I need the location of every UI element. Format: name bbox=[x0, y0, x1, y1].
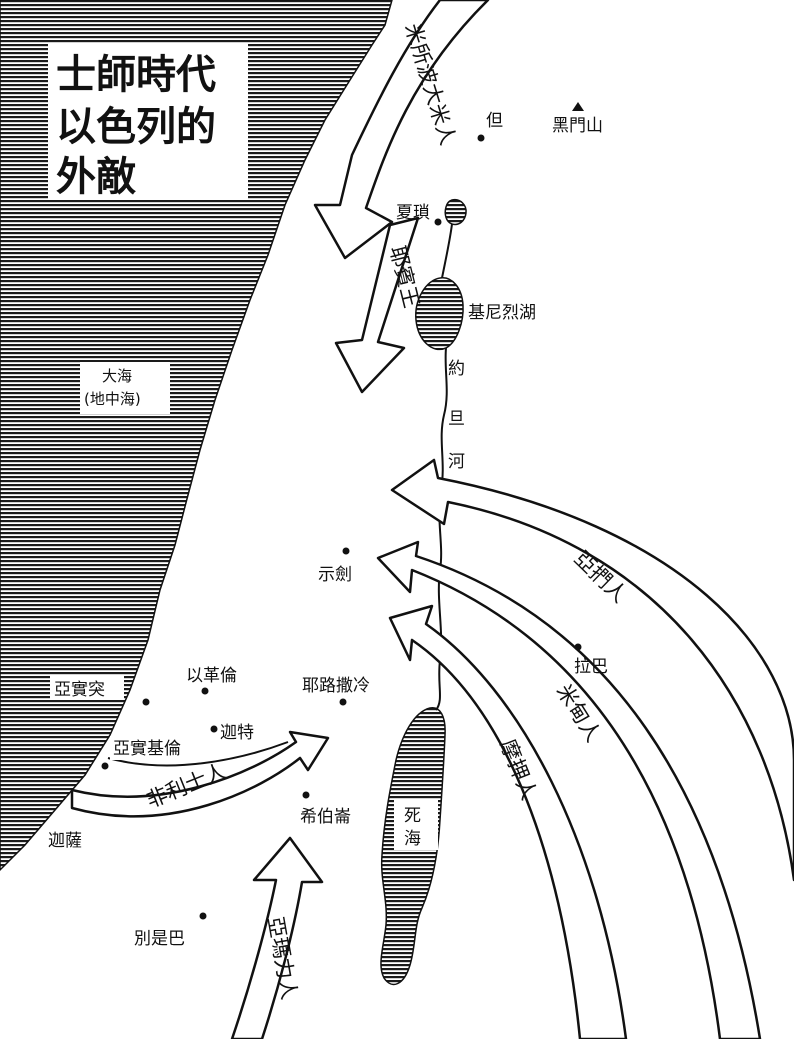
label-shechem: 示劍 bbox=[318, 565, 352, 585]
city-dot-jerusalem bbox=[339, 698, 347, 706]
label-dead-sea-2: 海 bbox=[404, 829, 421, 849]
title-line-3: 外敵 bbox=[56, 154, 136, 200]
city-dot-dan bbox=[477, 134, 485, 142]
label-beersheba: 別是巴 bbox=[134, 929, 185, 949]
arrow-amalekites: 亞瑪力人 bbox=[230, 836, 324, 1039]
label-river-1: 約 bbox=[448, 359, 465, 379]
city-dot-beersheba bbox=[199, 912, 207, 920]
mediterranean-sea bbox=[0, 0, 393, 872]
label-hebron: 希伯崙 bbox=[300, 807, 351, 827]
label-ashdod: 亞實突 bbox=[54, 680, 105, 700]
label-rabbah: 拉巴 bbox=[574, 657, 608, 677]
label-mediterranean: (地中海) bbox=[84, 390, 141, 408]
label-mt-hermon: 黑門山 bbox=[552, 116, 603, 136]
city-dot-gath bbox=[210, 725, 218, 733]
city-dot-hebron bbox=[302, 791, 310, 799]
mountain-icon bbox=[572, 102, 584, 111]
city-dot-ashdod bbox=[142, 698, 150, 706]
city-dot-ashkelon bbox=[101, 762, 109, 770]
city-dot-rabbah bbox=[574, 643, 582, 651]
title-line-1: 士師時代 bbox=[56, 52, 216, 98]
label-dead-sea-1: 死 bbox=[404, 806, 421, 826]
label-ashkelon: 亞實基倫 bbox=[113, 739, 181, 759]
arrow-jabin: 耶賓王 bbox=[334, 216, 424, 394]
lake-huleh bbox=[444, 198, 467, 226]
label-ekron: 以革倫 bbox=[186, 666, 237, 686]
label-jerusalem: 耶路撒冷 bbox=[302, 676, 370, 696]
sea-label-box: 大海 (地中海) bbox=[80, 362, 170, 414]
label-river-3: 河 bbox=[448, 452, 465, 472]
map-title: 士師時代 以色列的 外敵 bbox=[48, 44, 248, 200]
sea-of-galilee bbox=[415, 277, 464, 351]
title-line-2: 以色列的 bbox=[56, 104, 216, 150]
label-hazor: 夏瑣 bbox=[396, 203, 430, 223]
label-dan: 但 bbox=[486, 111, 503, 131]
label-river-2: 旦 bbox=[448, 409, 465, 429]
label-sea-of-galilee: 基尼烈湖 bbox=[468, 303, 536, 323]
city-dot-hazor bbox=[434, 218, 442, 226]
label-great-sea: 大海 bbox=[102, 367, 132, 385]
label-gaza: 迦薩 bbox=[48, 831, 82, 851]
city-dot-shechem bbox=[342, 547, 350, 555]
city-dot-ekron bbox=[201, 687, 209, 695]
label-gath: 迦特 bbox=[220, 723, 254, 743]
